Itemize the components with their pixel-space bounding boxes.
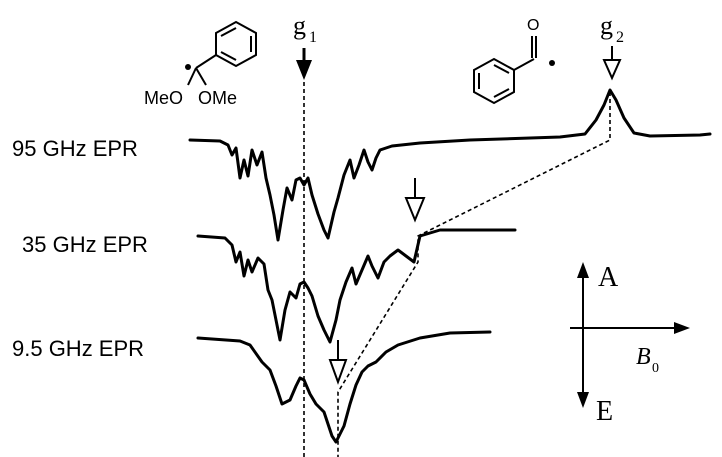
axis-right-arrow	[674, 322, 690, 334]
dashed-correlation-line	[337, 92, 611, 457]
g1-arrow-head	[296, 60, 312, 80]
field-label: B	[636, 344, 651, 370]
carbonyl-oxygen-label: O	[527, 17, 539, 34]
spectrum-35ghz	[196, 228, 517, 344]
radical-dot-right	[549, 60, 555, 66]
field-axes-legend: A E B 0	[570, 262, 690, 427]
ring-to-carbonyl-bond	[513, 58, 535, 71]
dimethoxybenzyl-radical-structure: MeO OMe	[144, 20, 257, 108]
open-arrow-35ghz	[404, 178, 426, 223]
emission-label: E	[596, 396, 613, 427]
g2-letter: g	[600, 11, 613, 40]
label-9-5ghz: 9.5 GHz EPR	[12, 336, 144, 361]
label-35ghz: 35 GHz EPR	[22, 232, 148, 257]
methoxy-left-label: MeO	[144, 88, 183, 108]
methoxy-right-label: OMe	[198, 88, 237, 108]
spectrum-95ghz	[188, 88, 712, 242]
benzene-ring-right	[473, 57, 515, 105]
g2-arrow-head-open	[602, 59, 622, 81]
g2-marker: g 2	[600, 11, 624, 81]
g1-marker: g 1	[293, 11, 317, 457]
g1-letter: g	[293, 11, 306, 40]
benzoyl-radical-structure: O	[473, 17, 555, 105]
open-arrow-9-5ghz	[328, 340, 348, 385]
label-95ghz: 95 GHz EPR	[12, 136, 138, 161]
field-subscript: 0	[652, 361, 659, 376]
absorption-label: A	[598, 262, 619, 293]
spectrum-9-5ghz	[196, 330, 492, 444]
radical-dot-left	[185, 64, 191, 70]
axis-up-arrow	[577, 262, 589, 278]
g1-subscript: 1	[309, 29, 317, 46]
ring-to-carbon-bond	[195, 54, 217, 69]
axis-down-arrow	[577, 392, 589, 408]
g2-subscript: 2	[616, 29, 624, 46]
